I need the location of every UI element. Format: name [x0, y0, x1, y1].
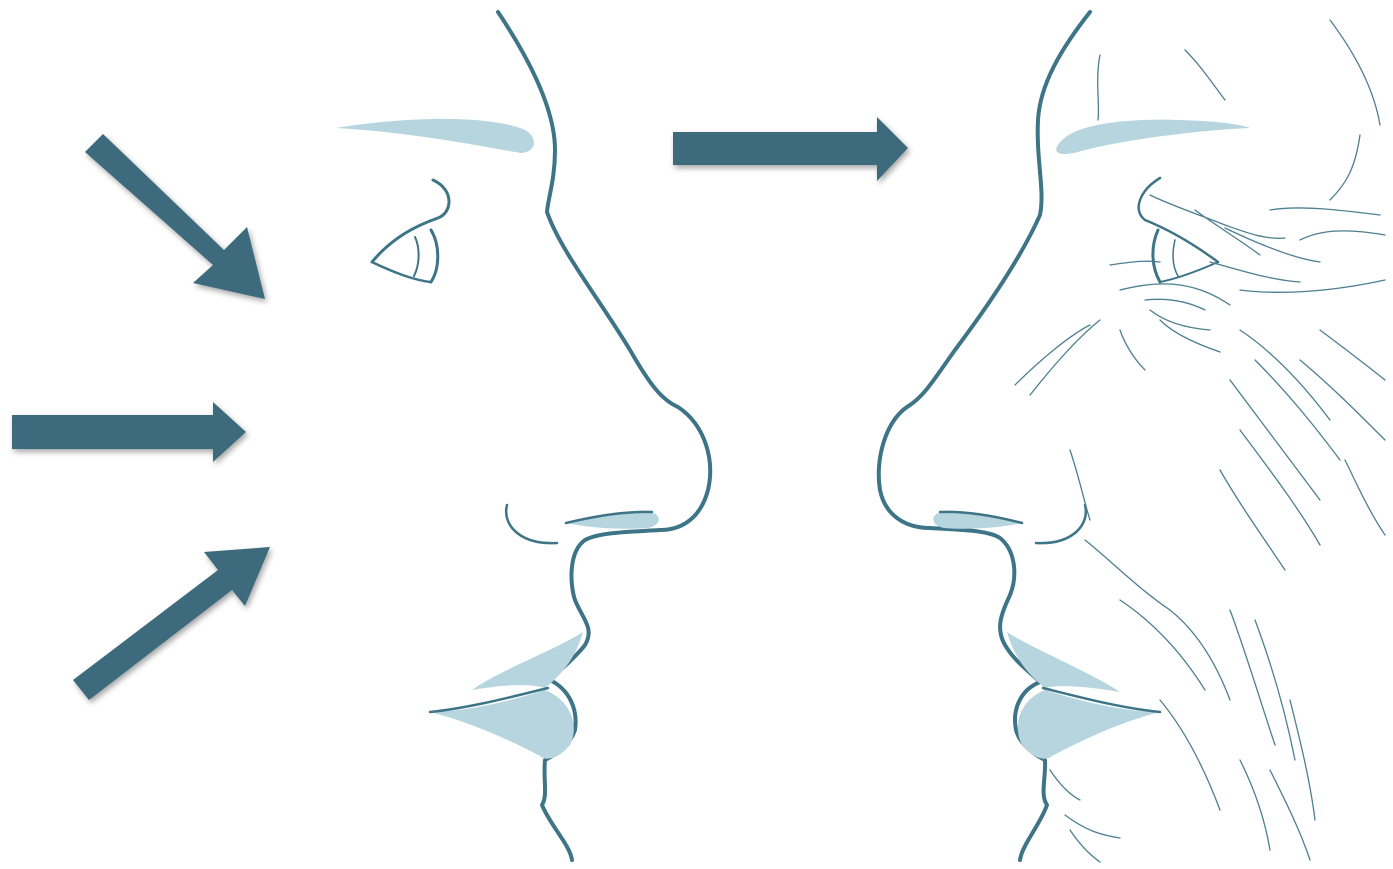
arrow-down-right-icon [85, 134, 265, 299]
young-eyebrow [336, 119, 534, 153]
young-iris [414, 237, 419, 276]
old-eye [1153, 230, 1160, 282]
arrow-right-icon [12, 402, 246, 462]
old-eyebrow [1056, 120, 1250, 154]
young-face [336, 12, 710, 860]
old-lower-eyelid [1160, 262, 1218, 282]
incoming-arrows [12, 134, 270, 700]
young-eye [431, 230, 438, 282]
young-lower-eyelid [372, 262, 430, 282]
transition-arrow-icon [673, 117, 908, 181]
young-nose-wing [506, 505, 557, 543]
old-nose-wing [1036, 505, 1086, 543]
old-face [879, 12, 1385, 862]
arrow-up-right-icon [73, 547, 270, 700]
young-upper-lip [472, 632, 583, 690]
old-upper-lip [1007, 632, 1120, 692]
old-upper-eyelid [1139, 178, 1218, 262]
old-iris [1173, 240, 1178, 276]
